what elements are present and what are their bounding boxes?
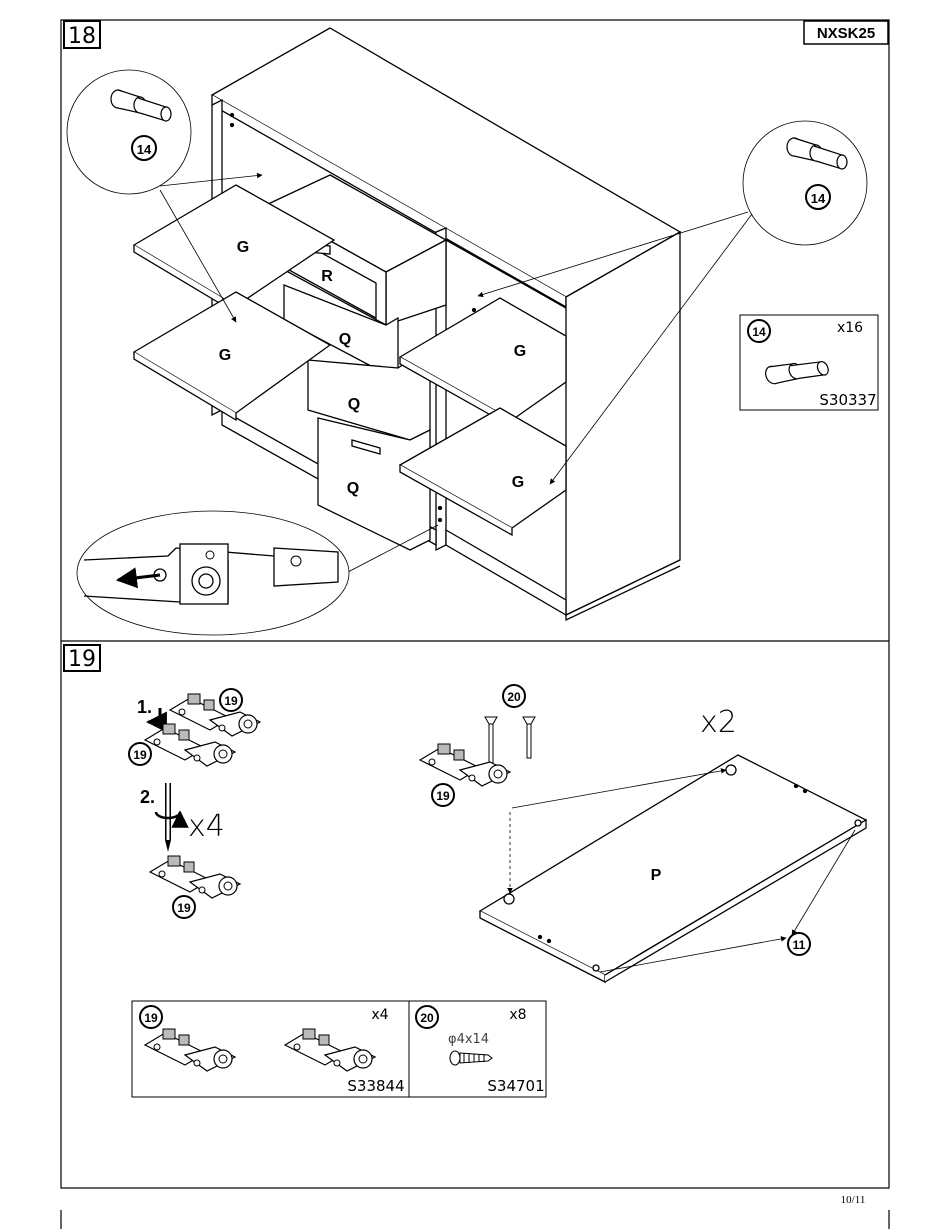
- parts-box-19-code: S33844: [347, 1077, 404, 1095]
- parts-box-19-qty: x4: [371, 1007, 388, 1023]
- label-panel-g-4: G: [512, 474, 524, 491]
- page-number: 10/11: [841, 1194, 866, 1206]
- label-door-p: P: [651, 867, 662, 884]
- parts-box-14-qty: x16: [837, 320, 863, 336]
- callout-right-part: 14: [811, 191, 826, 206]
- label-hinge-19-c: 19: [177, 901, 191, 915]
- pin-callout-right: 14: [743, 121, 867, 245]
- step-19-number: 19: [68, 647, 96, 672]
- times-four-label: x4: [188, 809, 225, 844]
- parts-box-20-code: S34701: [487, 1077, 544, 1095]
- label-panel-g-2: G: [219, 347, 231, 364]
- label-hinge-19-d: 19: [436, 789, 450, 803]
- label-drawer-q-2: Q: [348, 396, 360, 413]
- parts-box-20-qty: x8: [509, 1007, 526, 1023]
- screwdriver-icon: [156, 783, 180, 852]
- parts-box-20-size: φ4x14: [448, 1032, 489, 1047]
- sub-step-2: 2.: [140, 787, 155, 807]
- times-two-label: x2: [700, 705, 737, 740]
- label-screw-20: 20: [507, 690, 521, 704]
- parts-box-14: 14 x16 S30337: [740, 315, 878, 410]
- parts-box-19-20: 19 x4 S33844 20 x8 φ4x14 S34701: [132, 1001, 546, 1097]
- label-panel-g-3: G: [514, 343, 526, 360]
- label-panel-g-1: G: [237, 239, 249, 256]
- sub-step-1: 1.: [137, 697, 152, 717]
- label-hole-11: 11: [793, 938, 806, 952]
- parts-box-14-part: 14: [752, 325, 766, 339]
- label-drawer-q-3: Q: [347, 480, 359, 497]
- parts-box-20-part: 20: [420, 1011, 434, 1025]
- label-hinge-19-a: 19: [224, 694, 238, 708]
- label-hinge-19-b: 19: [133, 748, 147, 762]
- label-drawer-r: R: [321, 268, 333, 285]
- hinge-assembled: [150, 856, 240, 898]
- model-code: NXSK25: [817, 25, 875, 42]
- pin-callout-left: 14: [67, 70, 191, 194]
- parts-box-14-code: S30337: [819, 391, 876, 409]
- detail-ellipse: [77, 511, 349, 635]
- label-drawer-q-1: Q: [339, 331, 351, 348]
- screw-pair-20: [485, 717, 535, 764]
- callout-left-part: 14: [137, 142, 152, 157]
- hinge-on-door: [420, 744, 510, 786]
- step-18-number: 18: [68, 24, 96, 49]
- parts-box-19-part: 19: [144, 1011, 158, 1025]
